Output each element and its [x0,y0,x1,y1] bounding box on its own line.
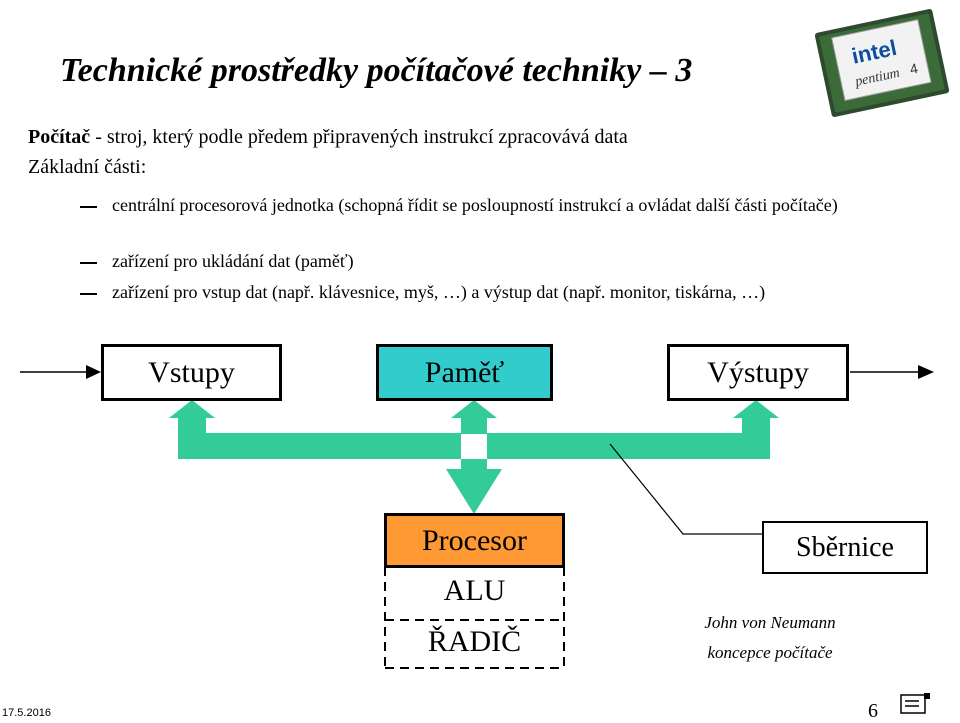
alu-label: ALU [443,574,506,607]
concept-caption: koncepce počítače [707,643,833,662]
bullet-item-io: zařízení pro vstup dat (např. klávesnice… [112,282,766,302]
page-number: 6 [868,700,878,722]
bullet-item-memory: zařízení pro ukládání dat (paměť) [112,251,354,271]
input-label: Vstupy [148,355,235,389]
author-name: John von Neumann [704,613,836,632]
input-arrowhead [86,365,101,379]
bus-arrow [169,400,779,514]
bullet-dash [80,262,97,264]
definition-text: - stroj, který podle předem připravených… [90,126,628,148]
parts-heading: Základní části: [28,156,147,178]
bullet-dash [80,206,97,208]
memory-label: Paměť [424,355,505,389]
memory-bus-stem [461,417,487,434]
comment-note-icon[interactable] [900,692,934,716]
intel-pentium-chip-image: intel pentium 4 [814,9,950,117]
definition-term: Počítač [28,126,91,148]
chip-number-text: 4 [908,60,919,77]
bus-callout-line [609,443,762,535]
bus-label: Sběrnice [796,531,894,563]
slide-title: Technické prostředky počítačové techniky… [60,52,693,89]
output-box: Výstupy [667,344,849,401]
memory-bus-arrowhead [451,400,497,418]
memory-box: Paměť [376,344,553,401]
processor-box: Procesor [384,513,565,568]
control-unit-label: ŘADIČ [427,625,522,658]
slide-date: 17.5.2016 [2,707,51,719]
bullet-dash [80,293,97,295]
bullet-item-cpu: centrální procesorová jednotka (schopná … [112,195,838,215]
output-label: Výstupy [707,355,809,389]
definition-line: Počítač - stroj, který podle předem přip… [28,126,628,149]
input-box: Vstupy [101,344,282,401]
bus-box: Sběrnice [762,521,928,574]
processor-label: Procesor [422,523,527,557]
output-arrowhead [918,365,934,379]
